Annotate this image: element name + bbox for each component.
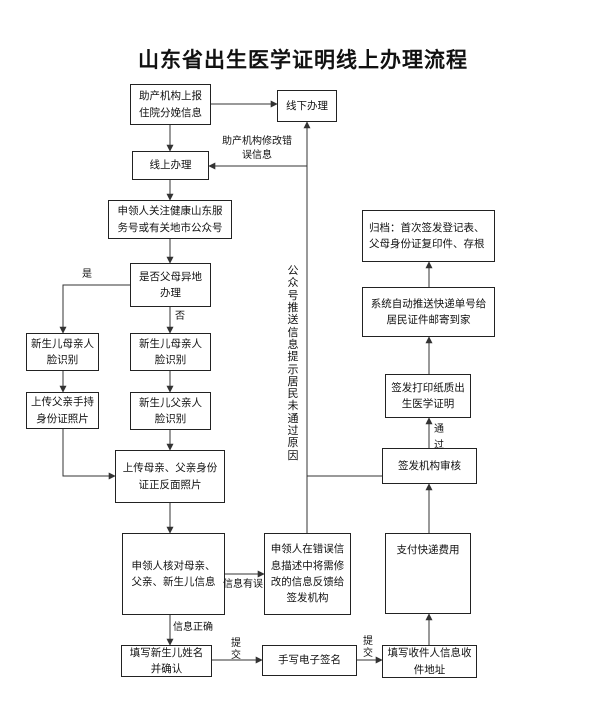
label-submit-2: 提交 [363, 636, 373, 659]
node-baby-father-face: 新生儿父亲人脸识别 [130, 392, 211, 430]
label-info-error: 信息有误 [223, 579, 263, 590]
node-print-certificate: 签发打印纸质出生医学证明 [385, 374, 471, 418]
node-fill-name: 填写新生儿姓名并确认 [121, 645, 212, 677]
label-account-push: 公众号推送信息提示居民未通过原因 [287, 264, 299, 462]
label-submit-1: 提交 [231, 638, 241, 661]
node-verify-info: 申领人核对母亲、父亲、新生儿信息 [122, 533, 225, 615]
node-online: 线上办理 [132, 151, 209, 180]
arrow-upload-to-parents [62, 429, 116, 480]
node-upload-parents-id: 上传母亲、父亲身份证正反面照片 [115, 450, 225, 503]
label-yes: 是 [82, 269, 92, 280]
node-offline: 线下办理 [277, 90, 337, 122]
node-issuer-review: 签发机构审核 [382, 448, 477, 484]
arrow-decision-yes [59, 284, 130, 334]
page-title: 山东省出生医学证明线上办理流程 [138, 47, 468, 72]
node-fill-address: 填写收件人信息收件地址 [382, 645, 477, 678]
node-pay-express: 支付快递费用 [385, 533, 471, 614]
node-upload-father-id: 上传父亲手持身份证照片 [26, 392, 99, 429]
label-hospital-modify: 助产机构修改错误信息 [222, 136, 292, 161]
node-error-feedback: 申领人在错误信息描述中将需修改的信息反馈给签发机构 [264, 533, 351, 615]
node-parents-elsewhere: 是否父母异地办理 [130, 263, 211, 307]
node-hospital-report: 助产机构上报住院分娩信息 [130, 84, 211, 125]
label-info-correct: 信息正确 [173, 622, 213, 633]
node-e-signature: 手写电子签名 [262, 645, 357, 676]
node-follow-account: 申领人关注健康山东服务号或有关地市公众号 [108, 200, 232, 239]
label-passed: 通过 [434, 424, 444, 451]
node-auto-express: 系统自动推送快递单号给居民证件邮寄到家 [362, 287, 495, 337]
node-baby-mother-face-right: 新生儿母亲人脸识别 [130, 333, 211, 371]
label-no: 否 [175, 311, 185, 322]
node-baby-mother-face-left: 新生儿母亲人脸识别 [26, 333, 99, 371]
node-archive: 归档：首次签发登记表、父母身份证复印件、存根 [362, 210, 495, 262]
